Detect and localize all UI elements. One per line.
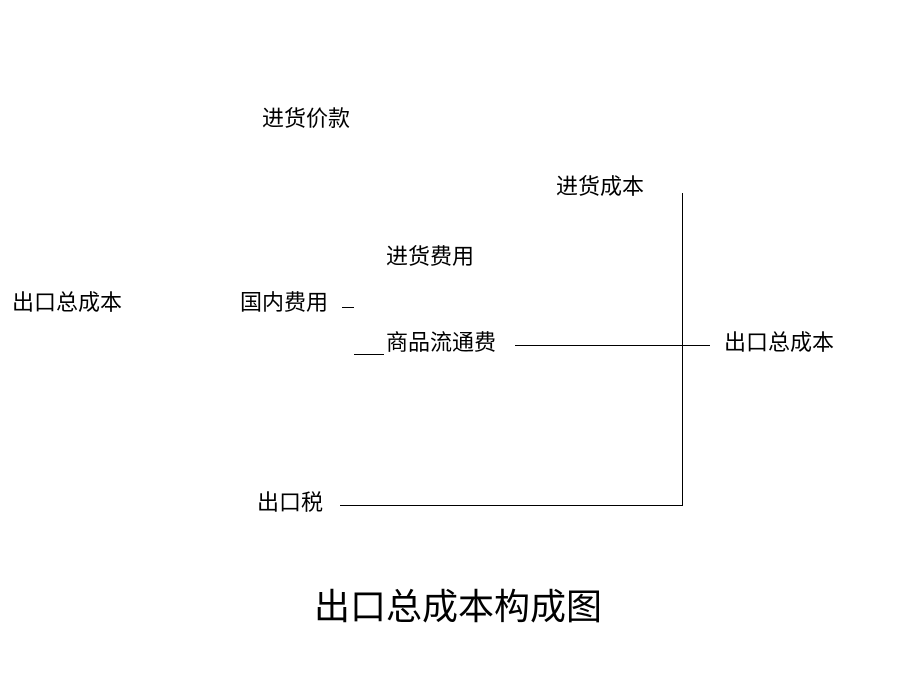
connector-export-tax (340, 505, 683, 506)
connector-domestic-dash (342, 307, 354, 308)
label-purchase-price: 进货价款 (262, 107, 351, 132)
label-commodity-circulation: 商品流通费 (386, 331, 497, 356)
label-purchase-expense: 进货费用 (386, 245, 475, 270)
label-left-total-cost: 出口总成本 (12, 291, 123, 316)
diagram-title: 出口总成本构成图 (314, 587, 603, 628)
connector-circulation-to-total (515, 345, 710, 346)
label-purchase-cost: 进货成本 (556, 175, 645, 200)
connector-circulation-underline (354, 354, 384, 355)
label-export-tax: 出口税 (257, 491, 324, 516)
label-domestic-expense: 国内费用 (240, 291, 329, 316)
connector-vertical-bracket (682, 193, 683, 506)
label-right-total-cost: 出口总成本 (724, 331, 835, 356)
